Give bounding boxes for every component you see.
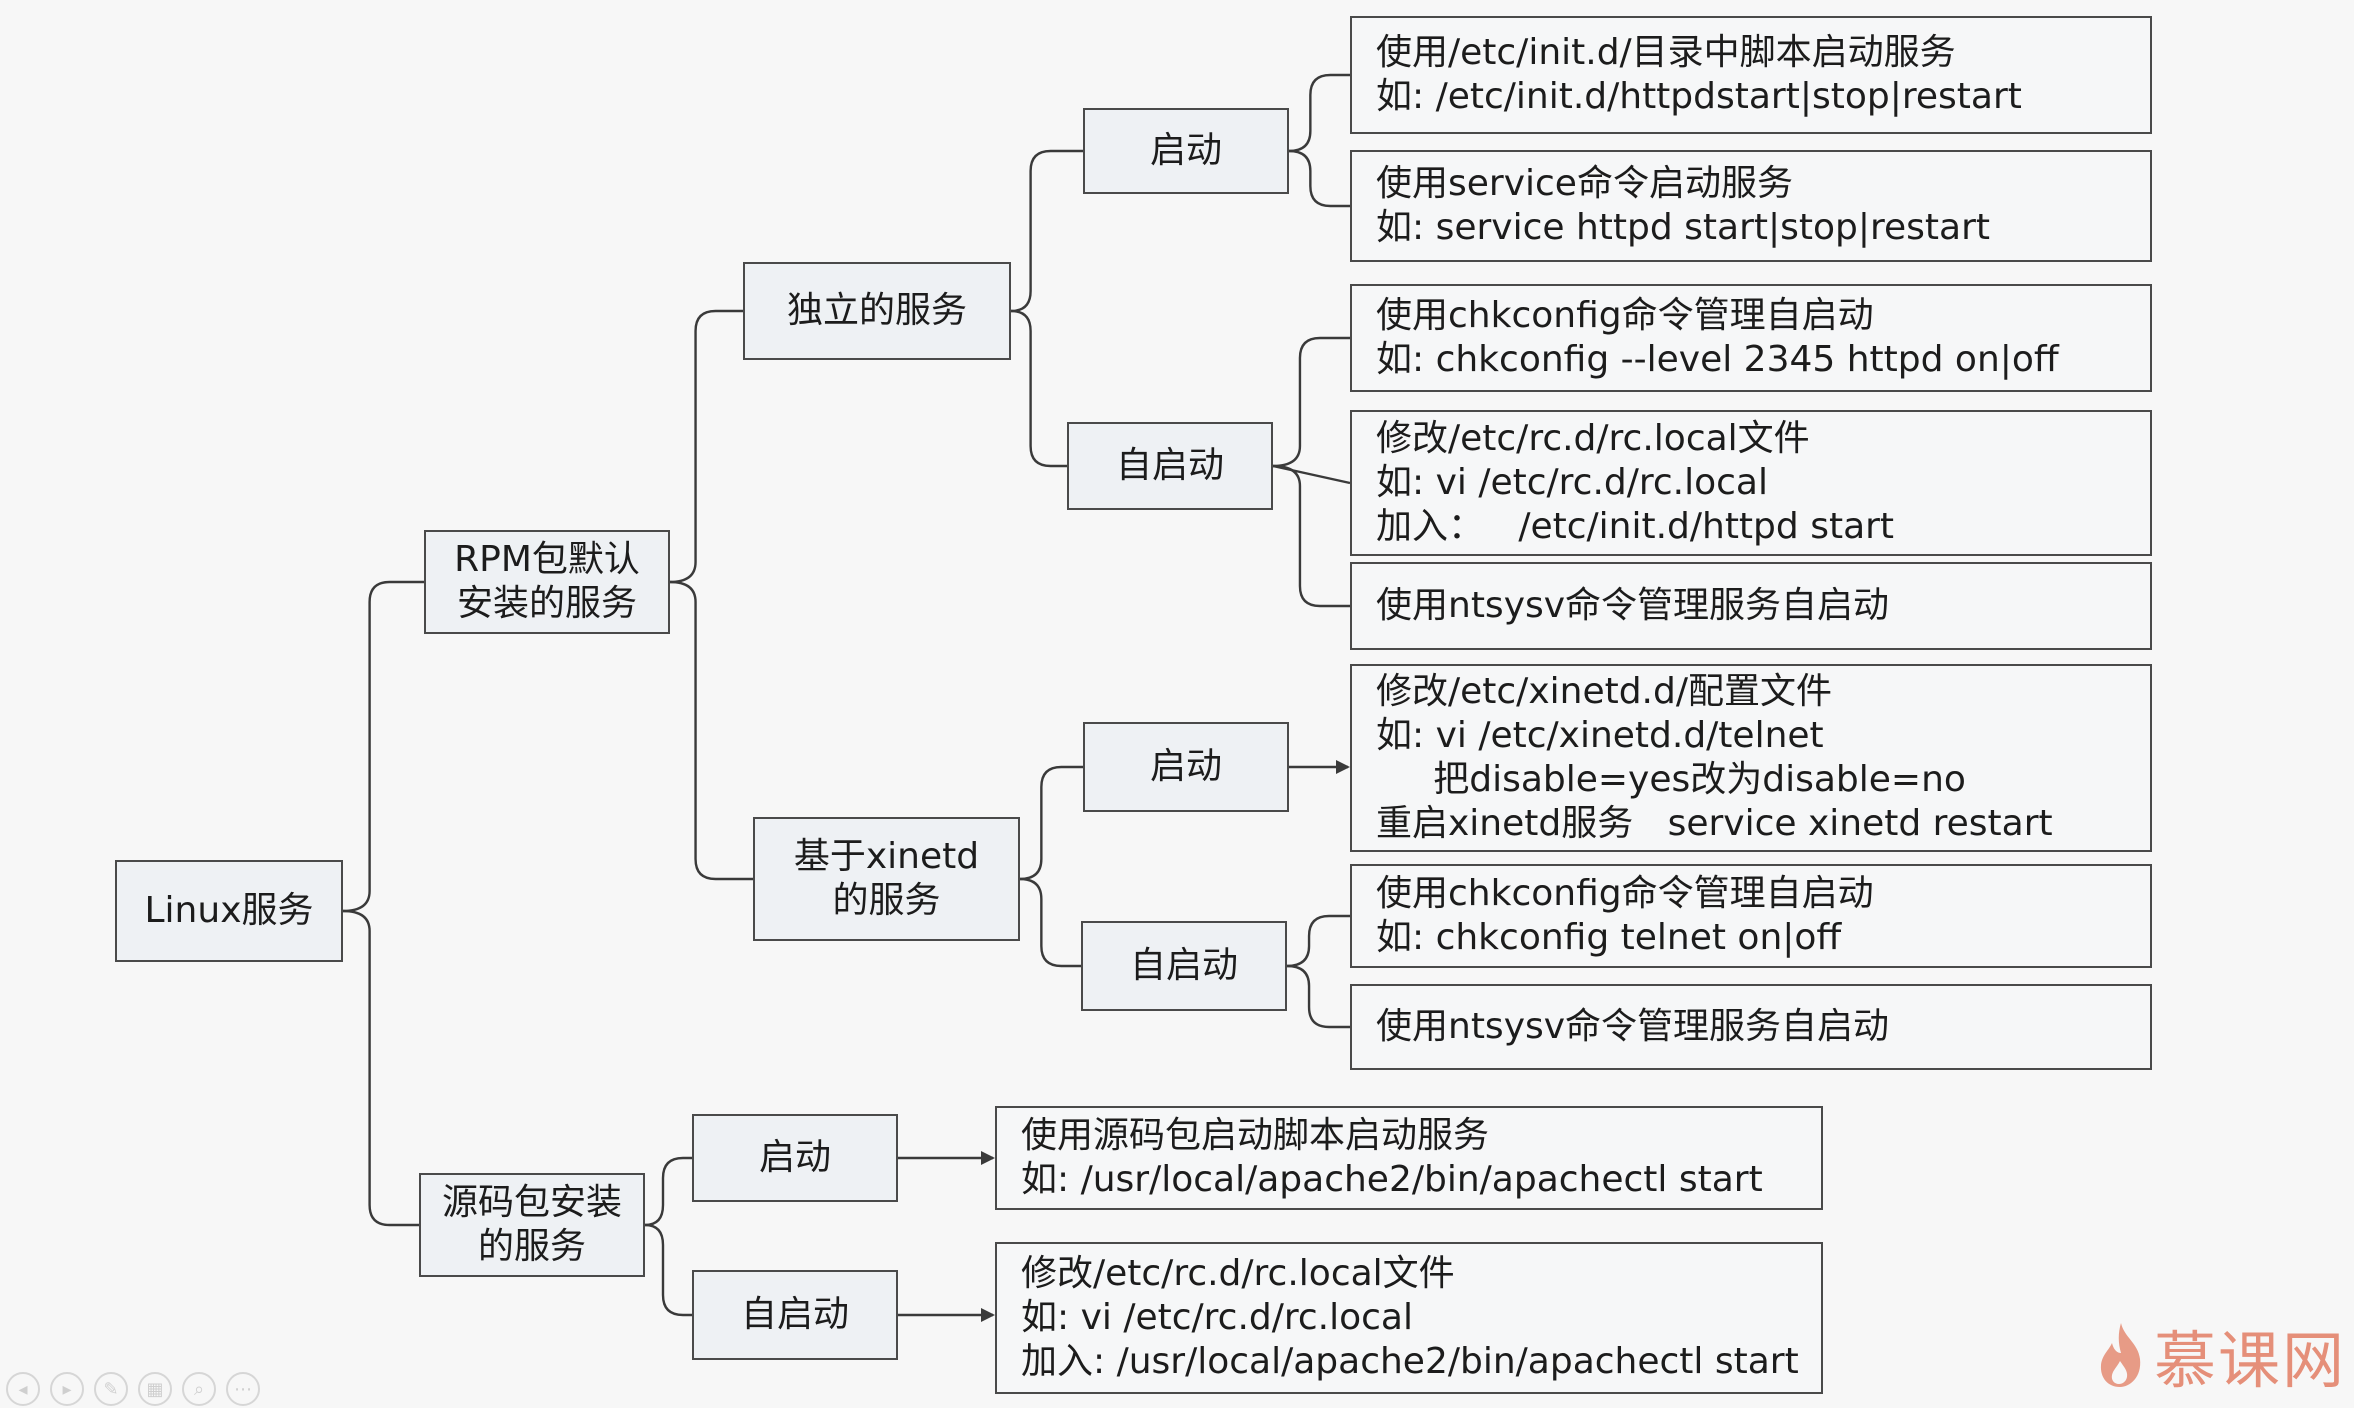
node-source-services-label: 源码包安装 的服务 — [441, 1182, 622, 1267]
player-toolbar: ◂ ▸ ✎ ▦ ⌕ ⋯ — [6, 1372, 260, 1406]
leaf-line: 把disable=yes改为disable=no — [1376, 759, 1966, 800]
zoom-icon[interactable]: ⌕ — [182, 1372, 216, 1406]
connector-line — [1272, 464, 1350, 608]
connector-line — [644, 1223, 692, 1317]
leaf-chkconfig-standalone: 使用chkconfig命令管理自启动 如: chkconfig --level … — [1350, 284, 2152, 392]
brand-text: 慕课网 — [2153, 1324, 2346, 1397]
node-standalone-start: 启动 — [1083, 108, 1289, 194]
leaf-line: 使用ntsysv命令管理服务自启动 — [1376, 1006, 1890, 1047]
node-xinetd-services: 基于xinetd 的服务 — [753, 817, 1020, 941]
node-rpm-services-label: RPM包默认 安装的服务 — [454, 539, 640, 624]
connector-line — [342, 909, 419, 1227]
connector-line — [1019, 877, 1081, 968]
node-rpm-services: RPM包默认 安装的服务 — [424, 530, 670, 634]
node-standalone-autostart-label: 自启动 — [1115, 445, 1224, 486]
brand-watermark: 慕课网 — [2094, 1310, 2346, 1400]
next-icon[interactable]: ▸ — [50, 1372, 84, 1406]
leaf-line: 如: vi /etc/rc.d/rc.local — [1021, 1297, 1413, 1338]
leaf-rclocal-standalone: 修改/etc/rc.d/rc.local文件 如: vi /etc/rc.d/r… — [1350, 410, 2152, 556]
leaf-line: 使用chkconfig命令管理自启动 — [1376, 295, 1874, 336]
leaf-line: 修改/etc/xinetd.d/配置文件 — [1376, 671, 1832, 712]
connector-line — [669, 580, 753, 881]
leaf-line: 修改/etc/rc.d/rc.local文件 — [1376, 418, 1810, 459]
connector-line — [1010, 309, 1067, 468]
node-xinetd-start-label: 启动 — [1149, 746, 1222, 787]
node-source-autostart: 自启动 — [692, 1270, 898, 1360]
flame-logo-icon — [2100, 1323, 2141, 1387]
connector-line — [669, 309, 743, 584]
connector-line — [1272, 336, 1350, 468]
leaf-line: 如: vi /etc/xinetd.d/telnet — [1376, 715, 1824, 756]
menu-icon[interactable]: ⋯ — [226, 1372, 260, 1406]
leaf-line: 修改/etc/rc.d/rc.local文件 — [1021, 1253, 1455, 1294]
node-source-start-label: 启动 — [758, 1137, 831, 1178]
connector-line — [1288, 149, 1350, 208]
leaf-line: 如: /etc/init.d/httpdstart|stop|restart — [1376, 76, 2022, 117]
leaf-ntsysv-xinetd: 使用ntsysv命令管理服务自启动 — [1350, 984, 2152, 1070]
leaf-line: 如: service httpd start|stop|restart — [1376, 207, 1991, 248]
connector-line — [342, 580, 424, 913]
node-xinetd-services-label: 基于xinetd 的服务 — [793, 836, 980, 921]
node-xinetd-autostart: 自启动 — [1081, 921, 1287, 1011]
leaf-line: 使用/etc/init.d/目录中脚本启动服务 — [1376, 32, 1956, 73]
prev-icon[interactable]: ◂ — [6, 1372, 40, 1406]
connector-line — [1019, 765, 1083, 881]
leaf-line: 重启xinetd服务 service xinetd restart — [1376, 803, 2053, 844]
leaf-chkconfig-xinetd: 使用chkconfig命令管理自启动 如: chkconfig telnet o… — [1350, 864, 2152, 968]
node-xinetd-start: 启动 — [1083, 722, 1289, 812]
node-standalone-start-label: 启动 — [1149, 130, 1222, 171]
leaf-line: 使用chkconfig命令管理自启动 — [1376, 873, 1874, 914]
leaf-line: 如: vi /etc/rc.d/rc.local — [1376, 462, 1768, 503]
node-source-autostart-label: 自启动 — [740, 1294, 849, 1335]
leaf-line: 使用源码包启动脚本启动服务 — [1021, 1115, 1490, 1156]
node-xinetd-autostart-label: 自启动 — [1129, 945, 1238, 986]
arrowhead-icon — [981, 1308, 995, 1322]
node-standalone-services-label: 独立的服务 — [786, 290, 967, 331]
node-linux-services-label: Linux服务 — [144, 890, 314, 931]
node-source-services: 源码包安装 的服务 — [419, 1173, 645, 1277]
node-source-start: 启动 — [692, 1114, 898, 1202]
leaf-line: 加入： /etc/init.d/httpd start — [1376, 506, 1895, 547]
pen-icon[interactable]: ✎ — [94, 1372, 128, 1406]
node-standalone-autostart: 自启动 — [1067, 422, 1273, 510]
leaf-line: 使用service命令启动服务 — [1376, 163, 1793, 204]
slides-icon[interactable]: ▦ — [138, 1372, 172, 1406]
connector-line — [644, 1156, 692, 1227]
node-standalone-services: 独立的服务 — [743, 262, 1011, 360]
arrowhead-icon — [981, 1151, 995, 1165]
leaf-line: 如: chkconfig --level 2345 httpd on|off — [1376, 339, 2059, 380]
leaf-source-rclocal: 修改/etc/rc.d/rc.local文件 如: vi /etc/rc.d/r… — [995, 1242, 1823, 1394]
connector-line — [1272, 464, 1351, 485]
leaf-line: 使用ntsysv命令管理服务自启动 — [1376, 585, 1890, 626]
connector-line — [1010, 149, 1083, 313]
leaf-source-start-script: 使用源码包启动脚本启动服务 如: /usr/local/apache2/bin/… — [995, 1106, 1823, 1210]
connector-line — [1286, 964, 1350, 1029]
node-linux-services: Linux服务 — [115, 860, 343, 962]
leaf-service-command: 使用service命令启动服务 如: service httpd start|s… — [1350, 150, 2152, 262]
leaf-initd-script: 使用/etc/init.d/目录中脚本启动服务 如: /etc/init.d/h… — [1350, 16, 2152, 134]
connector-line — [1288, 73, 1350, 153]
leaf-line: 如: /usr/local/apache2/bin/apachectl star… — [1021, 1159, 1763, 1200]
leaf-xinetd-config: 修改/etc/xinetd.d/配置文件 如: vi /etc/xinetd.d… — [1350, 664, 2152, 852]
leaf-line: 如: chkconfig telnet on|off — [1376, 917, 1842, 958]
arrowhead-icon — [1336, 760, 1350, 774]
leaf-line: 加入: /usr/local/apache2/bin/apachectl sta… — [1021, 1341, 1799, 1382]
connector-line — [1286, 914, 1350, 968]
leaf-ntsysv-standalone: 使用ntsysv命令管理服务自启动 — [1350, 562, 2152, 650]
